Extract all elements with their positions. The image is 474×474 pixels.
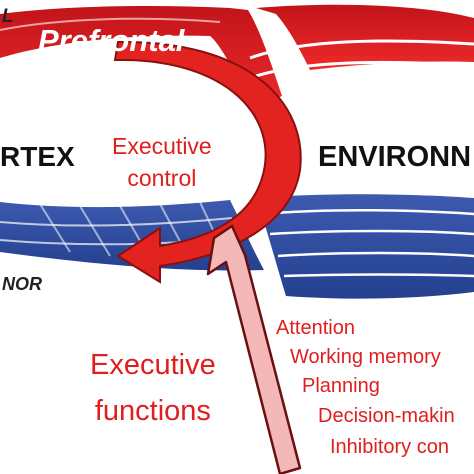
executive-functions-label: Executive functions (90, 342, 216, 434)
function-item-planning: Planning (302, 375, 380, 397)
bottom-left-fragment-label: NOR (2, 274, 42, 294)
top-left-fragment-label: L (2, 6, 14, 27)
function-item-working-memory: Working memory (290, 346, 441, 368)
executive-control-line-2: control (127, 165, 197, 191)
red-loop-band (0, 4, 474, 110)
blue-loop-band (0, 194, 474, 299)
executive-control-line-1: Executive (112, 133, 212, 159)
environment-label: ENVIRONN (318, 141, 472, 173)
prefrontal-line-1: Prefrontal (38, 23, 185, 58)
executive-control-label: Executive control (112, 130, 212, 194)
executive-functions-line-2: functions (94, 395, 211, 427)
executive-control-arrow (113, 40, 302, 284)
function-item-decision-making: Decision-makin (318, 405, 455, 427)
input-arrow (206, 224, 302, 474)
prefrontal-cortex-label: Prefrontal cortex (38, 22, 184, 98)
prefrontal-line-2: cortex (38, 61, 132, 96)
function-item-inhibitory-control: Inhibitory con (330, 436, 449, 458)
function-item-attention: Attention (276, 317, 355, 339)
cortex-label: RTEX (0, 141, 75, 172)
executive-functions-line-1: Executive (90, 349, 216, 381)
